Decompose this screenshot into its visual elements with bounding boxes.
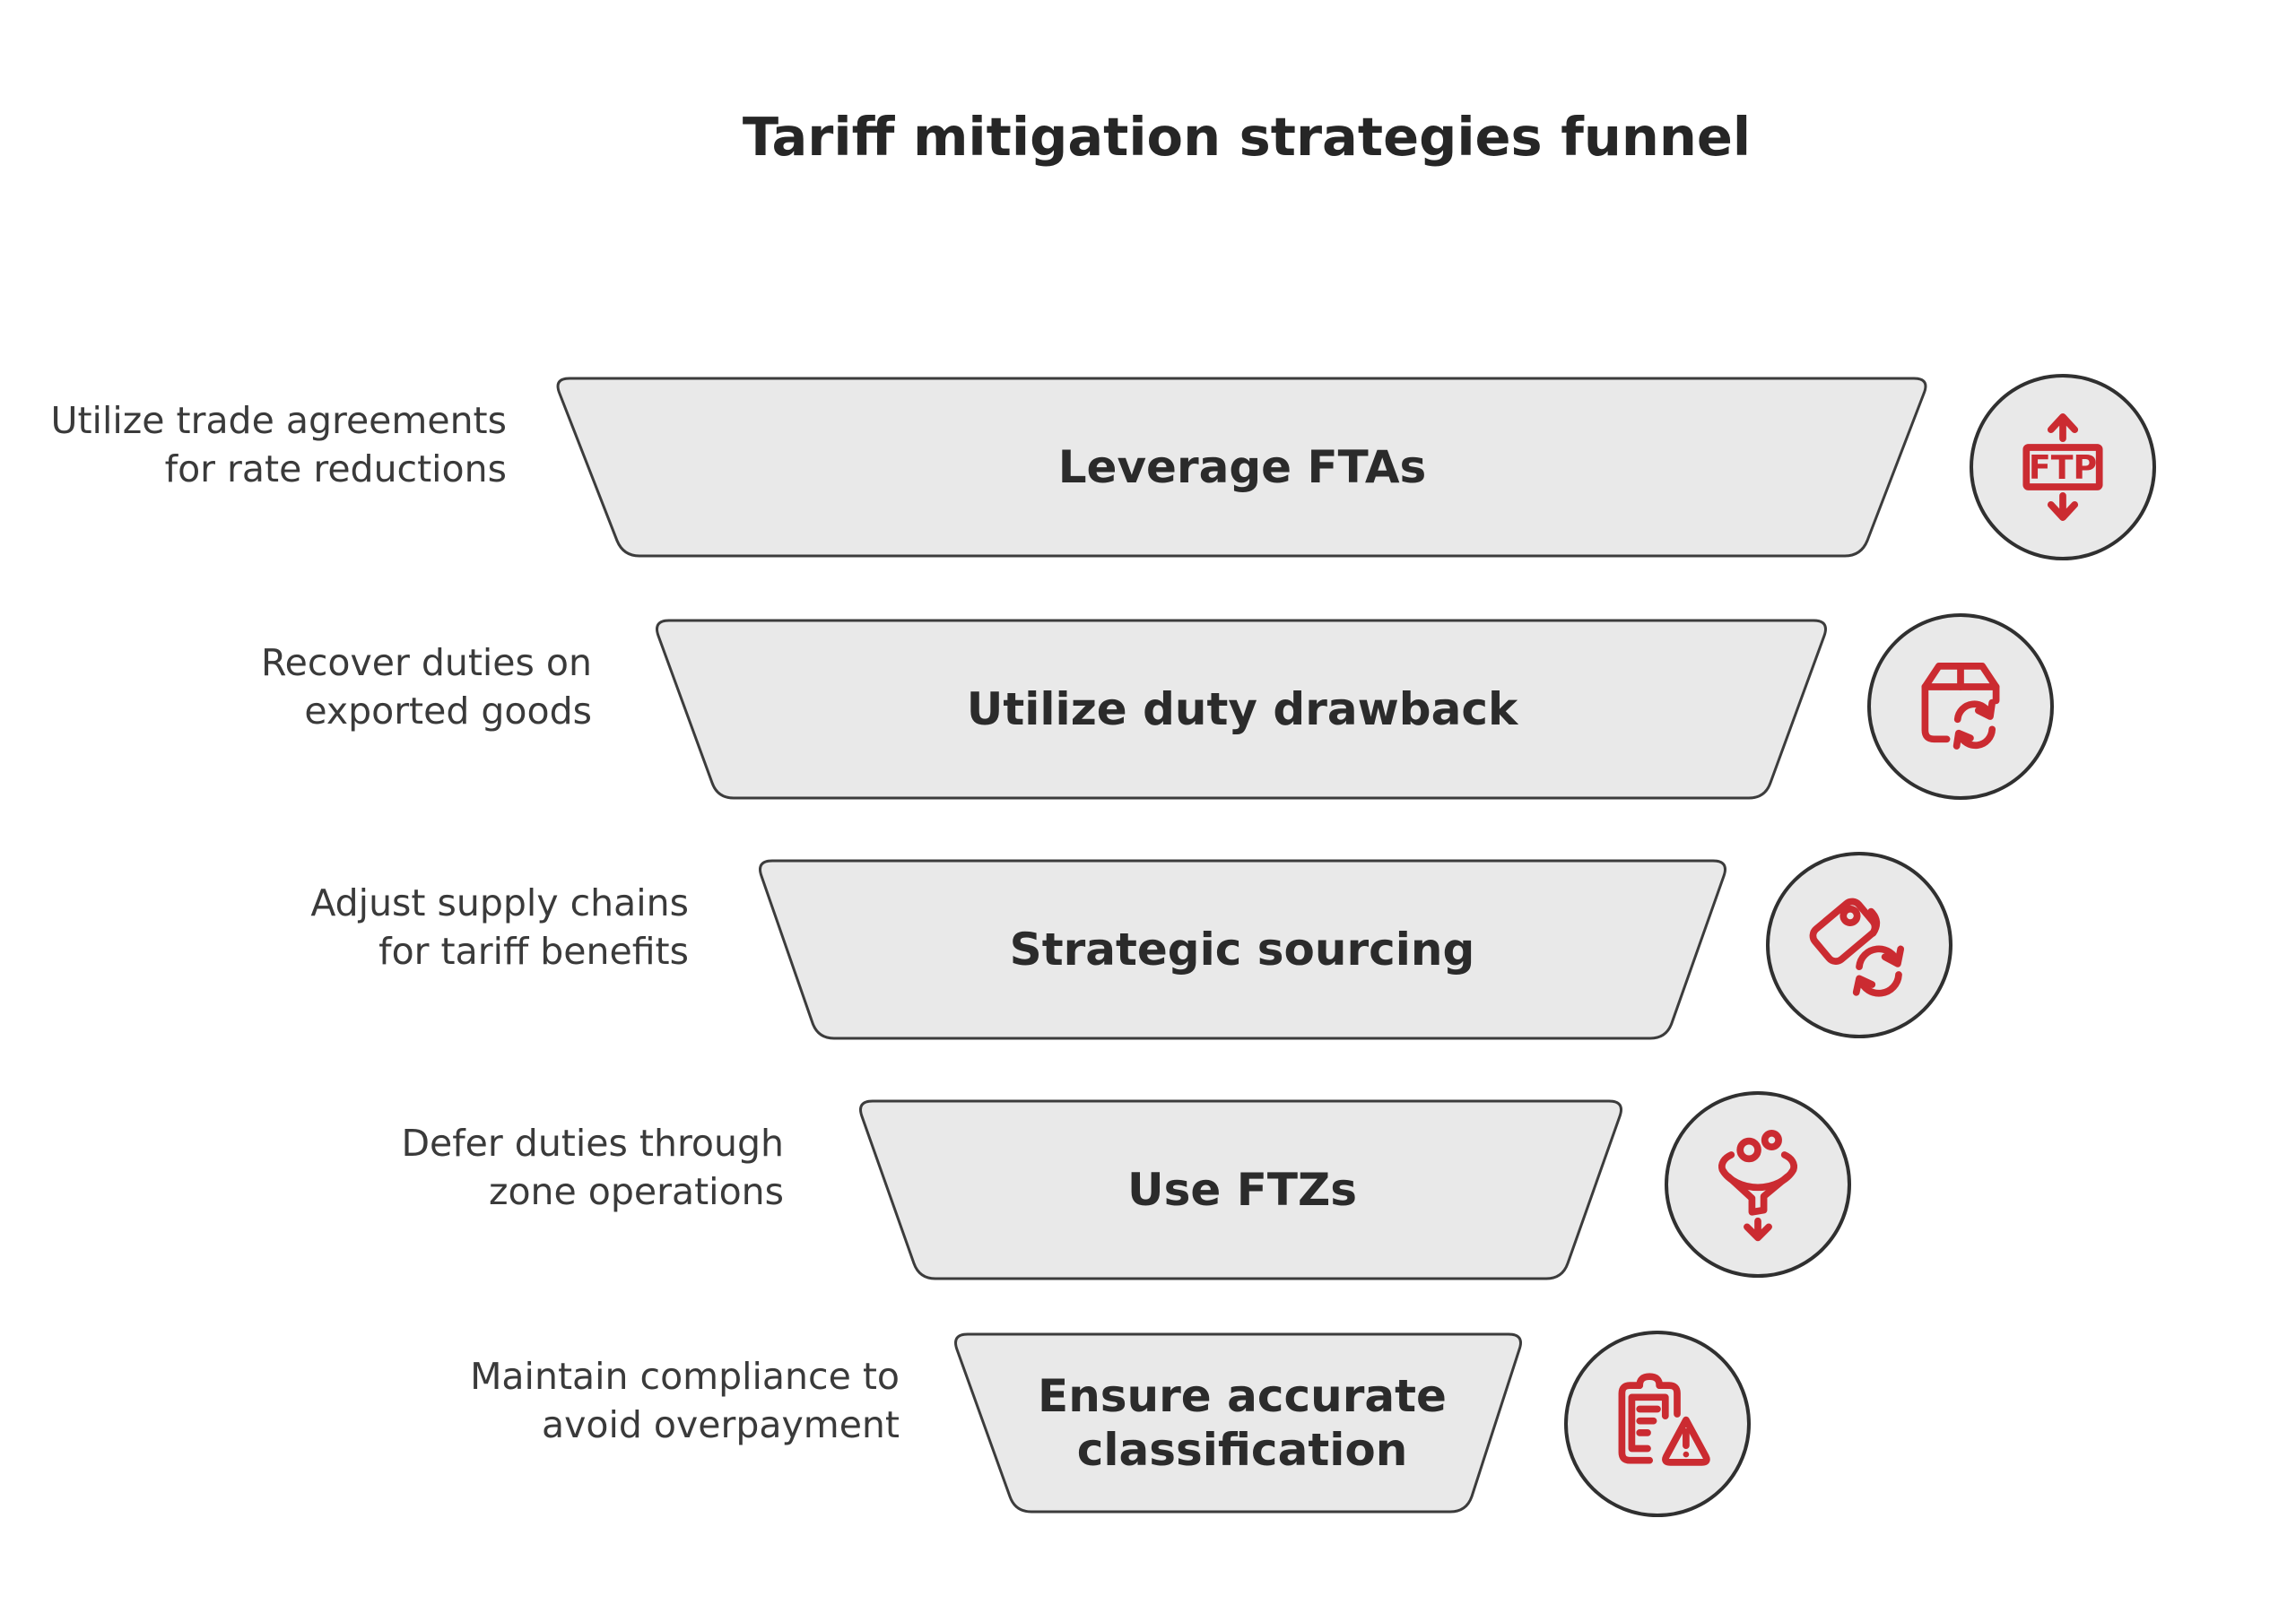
- funnel-stage-shape-4: [859, 1099, 1622, 1280]
- ftp-icon-text: FTP: [2029, 448, 2097, 487]
- funnel-stage-shape-2: [656, 619, 1827, 800]
- funnel-stage-shape-1: [556, 377, 1927, 558]
- funnel-stage-description-2: Recover duties on exported goods: [260, 641, 592, 733]
- funnel-stage-description-4: Defer duties through zone operations: [401, 1122, 784, 1213]
- funnel-stage-description-5: Maintain compliance to avoid overpayment: [470, 1355, 900, 1446]
- funnel-stage-description-3: Adjust supply chains for tariff benefits: [310, 881, 689, 973]
- filter-funnel-icon: [1665, 1091, 1851, 1278]
- funnel-stage-label-5: Ensure accurate classification: [1038, 1370, 1447, 1476]
- funnel-stage-label-1: Leverage FTAs: [1057, 441, 1427, 493]
- funnel-stage-label-4: Use FTZs: [1127, 1164, 1357, 1216]
- clipboard-alert-icon: [1564, 1331, 1751, 1517]
- package-recycle-icon: [1867, 613, 2054, 800]
- funnel-stage-shape-5: [954, 1332, 1522, 1514]
- funnel-stage-label-2: Utilize duty drawback: [966, 683, 1518, 735]
- funnel-stage-label-3: Strategic sourcing: [1009, 924, 1475, 976]
- tag-refresh-icon: [1766, 852, 1952, 1038]
- funnel-stage-shape-3: [759, 859, 1726, 1040]
- page-title: Tariff mitigation strategies funnel: [742, 106, 1752, 168]
- funnel-stage-description-1: Utilize trade agreements for rate reduct…: [50, 399, 507, 490]
- ftp-rate-icon: FTP: [1970, 374, 2156, 560]
